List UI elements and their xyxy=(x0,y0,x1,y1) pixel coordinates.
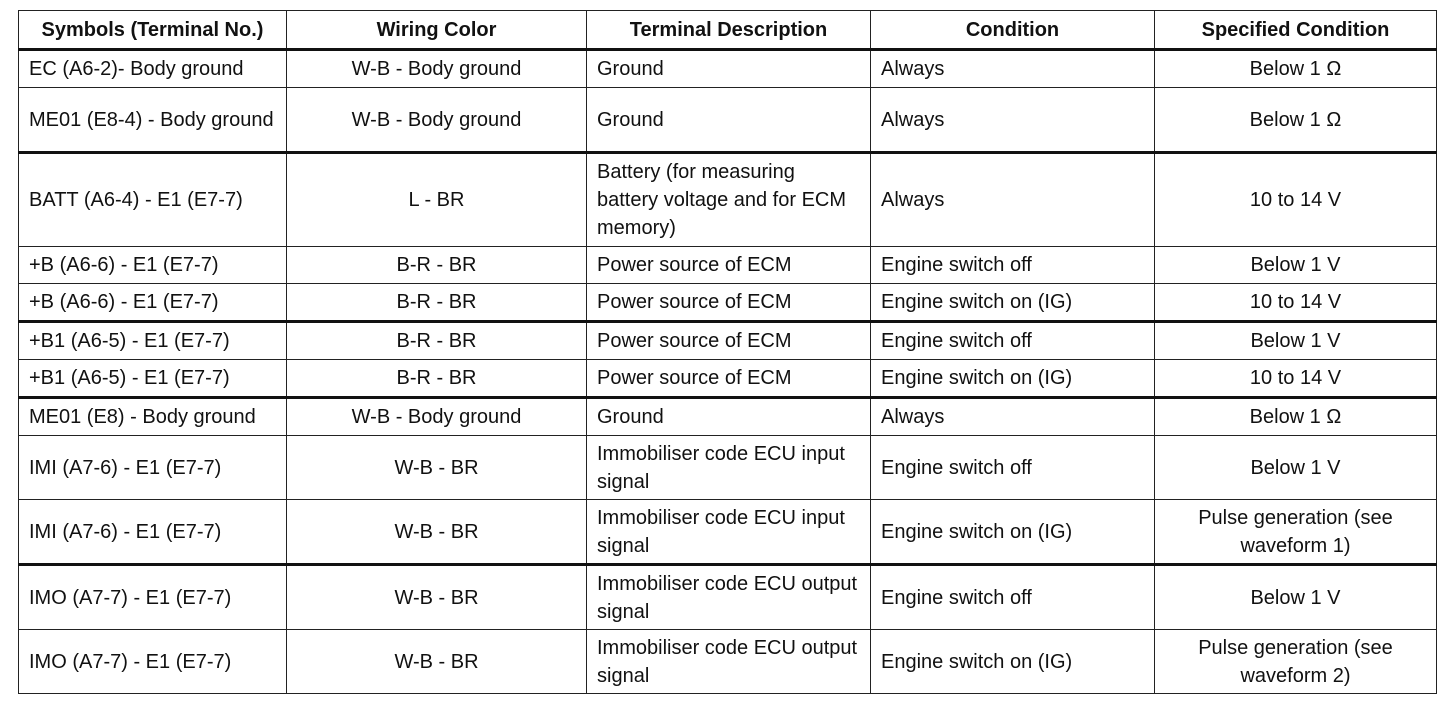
cell-description: Ground xyxy=(586,87,871,153)
cell-symbol: EC (A6-2)- Body ground xyxy=(18,49,287,88)
cell-condition: Engine switch on (IG) xyxy=(870,283,1155,322)
cell-specified: Pulse generation (see waveform 2) xyxy=(1154,629,1437,694)
cell-description: Immobiliser code ECU input signal xyxy=(586,435,871,500)
header-wiring-color: Wiring Color xyxy=(286,10,587,51)
cell-description: Immobiliser code ECU output signal xyxy=(586,629,871,694)
cell-symbol: IMI (A7-6) - E1 (E7-7) xyxy=(18,435,287,500)
cell-wiring-color: B-R - BR xyxy=(286,320,587,360)
terminal-spec-table: Symbols (Terminal No.) Wiring Color Term… xyxy=(18,10,1437,694)
cell-specified: Below 1 Ω xyxy=(1154,49,1437,88)
cell-symbol: ME01 (E8-4) - Body ground xyxy=(18,87,287,153)
cell-description: Power source of ECM xyxy=(586,246,871,284)
cell-description: Ground xyxy=(586,49,871,88)
cell-symbol: BATT (A6-4) - E1 (E7-7) xyxy=(18,151,287,247)
header-condition: Condition xyxy=(870,10,1155,51)
cell-condition: Always xyxy=(870,396,1155,436)
cell-description: Immobiliser code ECU output signal xyxy=(586,563,871,630)
cell-condition: Engine switch on (IG) xyxy=(870,499,1155,565)
cell-wiring-color: W-B - BR xyxy=(286,629,587,694)
cell-description: Ground xyxy=(586,396,871,436)
cell-condition: Engine switch off xyxy=(870,563,1155,630)
cell-specified: Below 1 V xyxy=(1154,320,1437,360)
table-row: ME01 (E8-4) - Body ground W-B - Body gro… xyxy=(18,87,1437,153)
table-row: +B (A6-6) - E1 (E7-7) B-R - BR Power sou… xyxy=(18,246,1437,284)
cell-specified: Below 1 V xyxy=(1154,563,1437,630)
cell-symbol: IMI (A7-6) - E1 (E7-7) xyxy=(18,499,287,565)
cell-condition: Always xyxy=(870,87,1155,153)
table-row: +B1 (A6-5) - E1 (E7-7) B-R - BR Power so… xyxy=(18,320,1437,360)
cell-condition: Engine switch off xyxy=(870,435,1155,500)
cell-wiring-color: W-B - BR xyxy=(286,435,587,500)
cell-wiring-color: W-B - BR xyxy=(286,499,587,565)
cell-symbol: ME01 (E8) - Body ground xyxy=(18,396,287,436)
cell-wiring-color: W-B - Body ground xyxy=(286,87,587,153)
cell-wiring-color: B-R - BR xyxy=(286,359,587,398)
cell-specified: 10 to 14 V xyxy=(1154,283,1437,322)
cell-specified: Pulse generation (see waveform 1) xyxy=(1154,499,1437,565)
cell-wiring-color: L - BR xyxy=(286,151,587,247)
cell-specified: 10 to 14 V xyxy=(1154,359,1437,398)
cell-condition: Engine switch on (IG) xyxy=(870,359,1155,398)
cell-condition: Always xyxy=(870,151,1155,247)
cell-condition: Engine switch on (IG) xyxy=(870,629,1155,694)
table-row: IMI (A7-6) - E1 (E7-7) W-B - BR Immobili… xyxy=(18,435,1437,500)
cell-condition: Engine switch off xyxy=(870,246,1155,284)
cell-symbol: +B1 (A6-5) - E1 (E7-7) xyxy=(18,320,287,360)
header-terminal-description: Terminal Description xyxy=(586,10,871,51)
cell-wiring-color: W-B - BR xyxy=(286,563,587,630)
cell-wiring-color: B-R - BR xyxy=(286,246,587,284)
cell-symbol: +B (A6-6) - E1 (E7-7) xyxy=(18,283,287,322)
cell-description: Power source of ECM xyxy=(586,283,871,322)
cell-symbol: +B (A6-6) - E1 (E7-7) xyxy=(18,246,287,284)
table-row: IMO (A7-7) - E1 (E7-7) W-B - BR Immobili… xyxy=(18,629,1437,694)
table-row: +B1 (A6-5) - E1 (E7-7) B-R - BR Power so… xyxy=(18,359,1437,398)
cell-wiring-color: W-B - Body ground xyxy=(286,49,587,88)
cell-description: Power source of ECM xyxy=(586,359,871,398)
header-specified-condition: Specified Condition xyxy=(1154,10,1437,51)
table-row: ME01 (E8) - Body ground W-B - Body groun… xyxy=(18,396,1437,436)
cell-symbol: IMO (A7-7) - E1 (E7-7) xyxy=(18,563,287,630)
cell-wiring-color: W-B - Body ground xyxy=(286,396,587,436)
cell-specified: 10 to 14 V xyxy=(1154,151,1437,247)
cell-specified: Below 1 Ω xyxy=(1154,396,1437,436)
table-row: BATT (A6-4) - E1 (E7-7) L - BR Battery (… xyxy=(18,151,1437,247)
cell-condition: Engine switch off xyxy=(870,320,1155,360)
cell-description: Power source of ECM xyxy=(586,320,871,360)
cell-specified: Below 1 V xyxy=(1154,246,1437,284)
header-symbols: Symbols (Terminal No.) xyxy=(18,10,287,51)
table-row: +B (A6-6) - E1 (E7-7) B-R - BR Power sou… xyxy=(18,283,1437,322)
table-row: IMO (A7-7) - E1 (E7-7) W-B - BR Immobili… xyxy=(18,563,1437,630)
cell-description: Immobiliser code ECU input signal xyxy=(586,499,871,565)
cell-description: Battery (for measuring battery voltage a… xyxy=(586,151,871,247)
header-row: Symbols (Terminal No.) Wiring Color Term… xyxy=(18,10,1437,51)
table-row: IMI (A7-6) - E1 (E7-7) W-B - BR Immobili… xyxy=(18,499,1437,565)
table-row: EC (A6-2)- Body ground W-B - Body ground… xyxy=(18,49,1437,88)
cell-condition: Always xyxy=(870,49,1155,88)
cell-wiring-color: B-R - BR xyxy=(286,283,587,322)
cell-symbol: IMO (A7-7) - E1 (E7-7) xyxy=(18,629,287,694)
cell-symbol: +B1 (A6-5) - E1 (E7-7) xyxy=(18,359,287,398)
cell-specified: Below 1 Ω xyxy=(1154,87,1437,153)
cell-specified: Below 1 V xyxy=(1154,435,1437,500)
